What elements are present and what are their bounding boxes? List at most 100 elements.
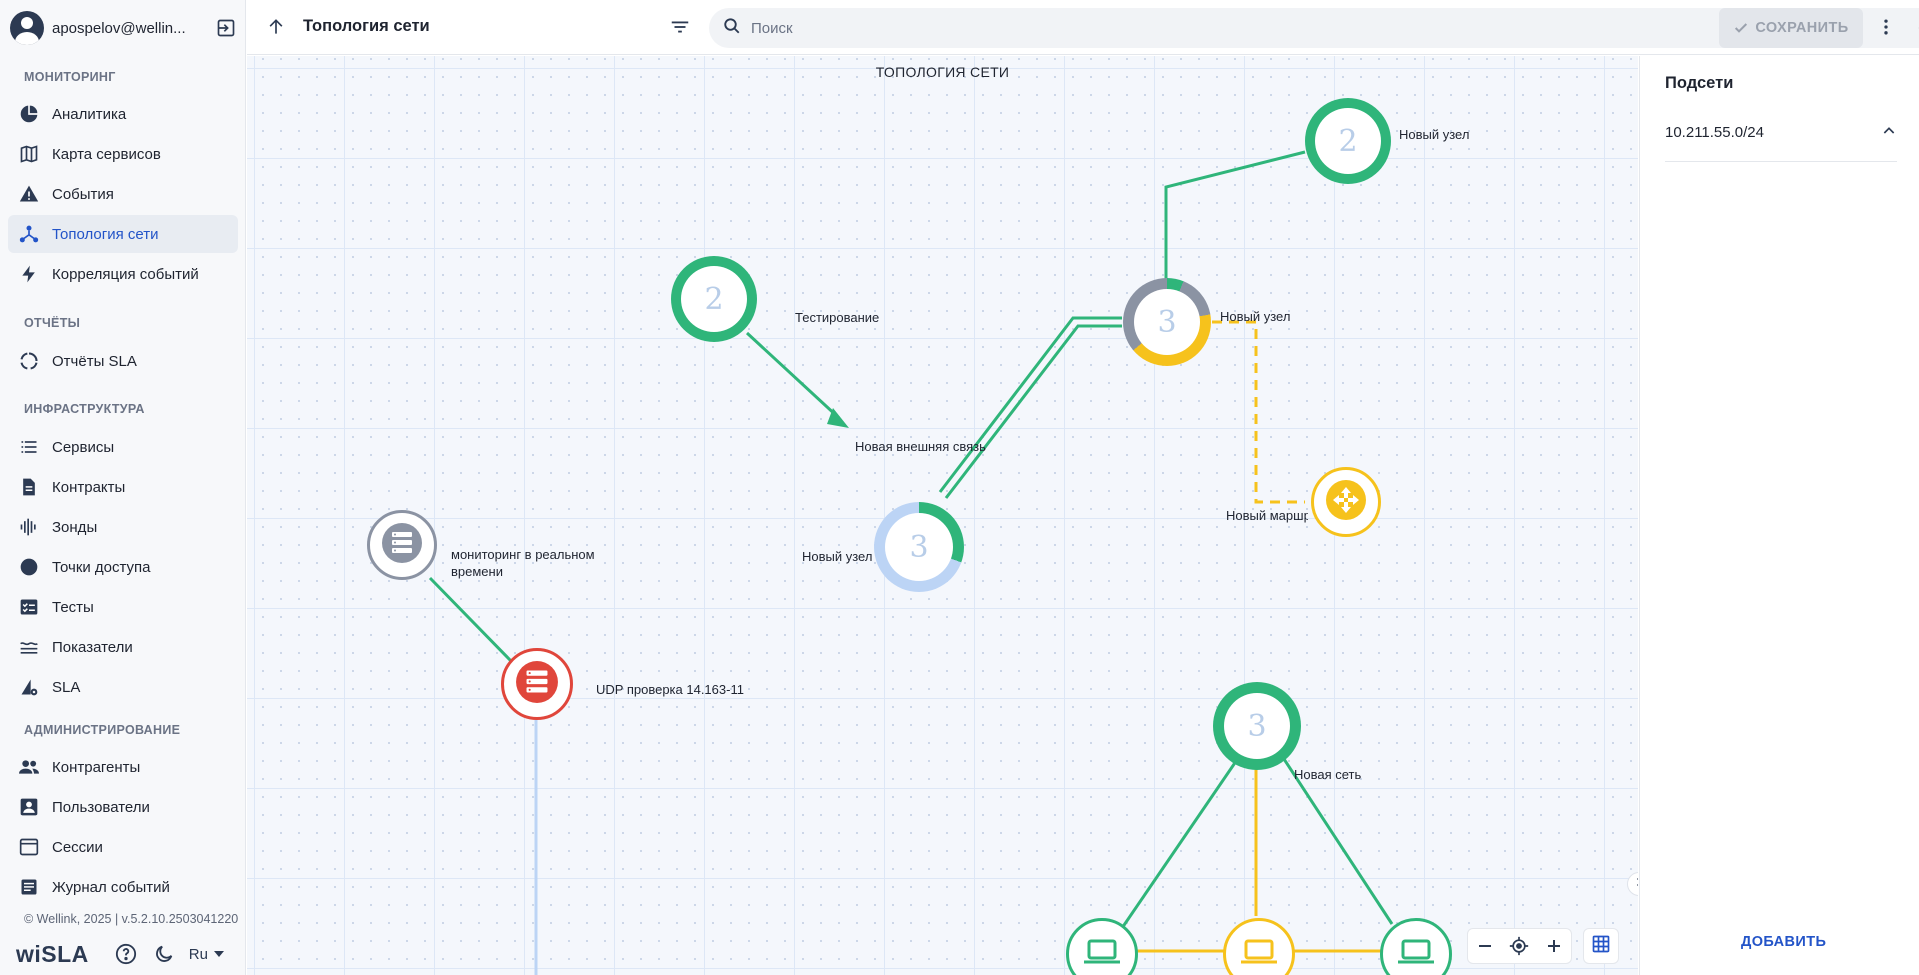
topology-node-udp[interactable] xyxy=(501,648,573,720)
sidebar-item-sessions[interactable]: Сессии xyxy=(8,828,238,866)
language-value: Ru xyxy=(188,945,208,963)
help-icon[interactable] xyxy=(113,941,139,967)
search-bar xyxy=(709,8,1919,48)
sidebar-item-sla-reports[interactable]: Отчёты SLA xyxy=(8,342,238,380)
search-input[interactable] xyxy=(751,19,1851,37)
sidebar-item-event-correlation[interactable]: Корреляция событий xyxy=(8,255,238,293)
topbar: Топология сети СОХРАНИТЬ xyxy=(247,0,1919,55)
sidebar-item-label: Журнал событий xyxy=(52,878,170,896)
sidebar-item-network-topology[interactable]: Топология сети xyxy=(8,215,238,253)
node-count: 2 xyxy=(704,281,724,317)
window-icon xyxy=(18,836,40,858)
arrow-up-icon[interactable] xyxy=(263,14,289,40)
node-count: 3 xyxy=(909,529,929,565)
sidebar-item-label: Сессии xyxy=(52,838,103,856)
caret-down-icon xyxy=(213,951,224,957)
grid-toggle-button[interactable] xyxy=(1583,928,1619,964)
sidebar-item-services[interactable]: Сервисы xyxy=(8,428,238,466)
sidebar-item-label: Аналитика xyxy=(52,105,127,123)
warning-icon xyxy=(18,183,40,205)
sidebar-item-service-map[interactable]: Карта сервисов xyxy=(8,135,238,173)
sidebar-item-label: Контрагенты xyxy=(52,758,141,776)
user-name: apospelov@wellin... xyxy=(52,19,186,37)
sidebar-item-label: Сервисы xyxy=(52,438,115,456)
node-label-external-link[interactable]: Новая внешняя связь xyxy=(855,439,986,454)
sidebar-item-label: События xyxy=(52,185,114,203)
logout-icon[interactable] xyxy=(214,16,238,40)
topology-canvas[interactable]: ТОПОЛОГИЯ СЕТИ 2 Новый узел 2 Тестирован… xyxy=(247,56,1638,975)
topology-node-network[interactable]: 3 xyxy=(1213,682,1301,770)
node-count: 2 xyxy=(1338,123,1358,159)
laptop-icon xyxy=(1396,937,1436,972)
map-icon xyxy=(18,143,40,165)
page-title: Топология сети xyxy=(303,17,430,35)
canvas-title: ТОПОЛОГИЯ СЕТИ xyxy=(875,64,1010,80)
pie-chart-icon xyxy=(18,103,40,125)
sidebar-item-events[interactable]: События xyxy=(8,175,238,213)
node-count: 3 xyxy=(1247,708,1267,744)
sidebar-item-sla[interactable]: SLA xyxy=(8,668,238,706)
node-inner: 3 xyxy=(1134,289,1200,355)
section-title-monitoring: МОНИТОРИНГ xyxy=(24,70,116,84)
edge-n3-n5-b xyxy=(944,324,1122,499)
topology-node-monitoring[interactable] xyxy=(367,510,437,580)
node-label: UDP проверка 14.163-11 xyxy=(596,682,744,697)
topology-icon xyxy=(18,223,40,245)
node-inner: 2 xyxy=(1315,108,1381,174)
add-subnet-button[interactable]: ДОБАВИТЬ xyxy=(1741,934,1827,950)
node-label: Новый маршрутизатор xyxy=(1226,508,1308,523)
zoom-out-button[interactable] xyxy=(1468,929,1502,963)
topology-node-5[interactable]: 3 xyxy=(874,502,964,592)
sidebar-item-counterparties[interactable]: Контрагенты xyxy=(8,748,238,786)
panel-title: Подсети xyxy=(1665,74,1734,92)
sidebar-item-probes[interactable]: Зонды xyxy=(8,508,238,546)
zoom-in-button[interactable] xyxy=(1537,929,1571,963)
topology-node-laptop-2[interactable] xyxy=(1223,918,1295,975)
laptop-icon xyxy=(1239,937,1279,972)
sidebar-item-analytics[interactable]: Аналитика xyxy=(8,95,238,133)
sidebar-item-users[interactable]: Пользователи xyxy=(8,788,238,826)
more-vertical-icon[interactable] xyxy=(1873,14,1899,40)
moon-icon[interactable] xyxy=(151,941,177,967)
section-title-administration: АДМИНИСТРИРОВАНИЕ xyxy=(24,723,181,737)
topology-node-laptop-3[interactable] xyxy=(1380,918,1452,975)
people-icon xyxy=(18,756,40,778)
sidebar-item-label: Зонды xyxy=(52,518,98,536)
edge-n3-router xyxy=(1212,320,1305,504)
sidebar-item-label: SLA xyxy=(52,678,81,696)
sidebar-item-label: Отчёты SLA xyxy=(52,352,137,370)
node-label: Тестирование xyxy=(795,310,880,325)
sidebar-item-access-points[interactable]: Точки доступа xyxy=(8,548,238,586)
edge-n9-laptop-right xyxy=(1280,755,1394,925)
topology-node-testing[interactable]: 2 xyxy=(671,256,757,342)
sidebar-item-contracts[interactable]: Контракты xyxy=(8,468,238,506)
circle-icon xyxy=(18,556,40,578)
user-profile[interactable]: apospelov@wellin... xyxy=(10,10,238,46)
sidebar-item-event-journal[interactable]: Журнал событий xyxy=(8,868,238,906)
subnet-item[interactable]: 10.211.55.0/24 xyxy=(1665,118,1897,162)
sidebar-item-label: Тесты xyxy=(52,598,94,616)
sidebar-item-label: Показатели xyxy=(52,638,133,656)
arrowhead xyxy=(827,408,849,428)
save-label: СОХРАНИТЬ xyxy=(1755,20,1849,36)
topology-node-3[interactable]: 3 xyxy=(1123,278,1211,366)
sidebar-footer: wiSLA Ru xyxy=(16,940,238,968)
language-select[interactable]: Ru xyxy=(189,946,224,963)
topology-node-1[interactable]: 2 xyxy=(1305,98,1391,184)
sidebar-item-label: Карта сервисов xyxy=(52,145,161,163)
chevron-up-icon[interactable] xyxy=(1881,123,1897,143)
sidebar-item-tests[interactable]: Тесты xyxy=(8,588,238,626)
sidebar-item-metrics[interactable]: Показатели xyxy=(8,628,238,666)
node-inner: 3 xyxy=(1224,693,1290,759)
node-inner: 3 xyxy=(885,513,953,581)
filter-icon[interactable] xyxy=(667,14,693,40)
subnets-panel: Подсети 10.211.55.0/24 ДОБАВИТЬ xyxy=(1639,56,1919,975)
topology-edges xyxy=(428,150,1394,975)
center-button[interactable] xyxy=(1502,929,1536,963)
topology-node-router[interactable] xyxy=(1311,467,1381,537)
server-icon xyxy=(381,522,423,569)
list-icon xyxy=(18,436,40,458)
save-button[interactable]: СОХРАНИТЬ xyxy=(1719,8,1863,48)
topology-node-laptop-1[interactable] xyxy=(1066,918,1138,975)
document-icon xyxy=(18,476,40,498)
